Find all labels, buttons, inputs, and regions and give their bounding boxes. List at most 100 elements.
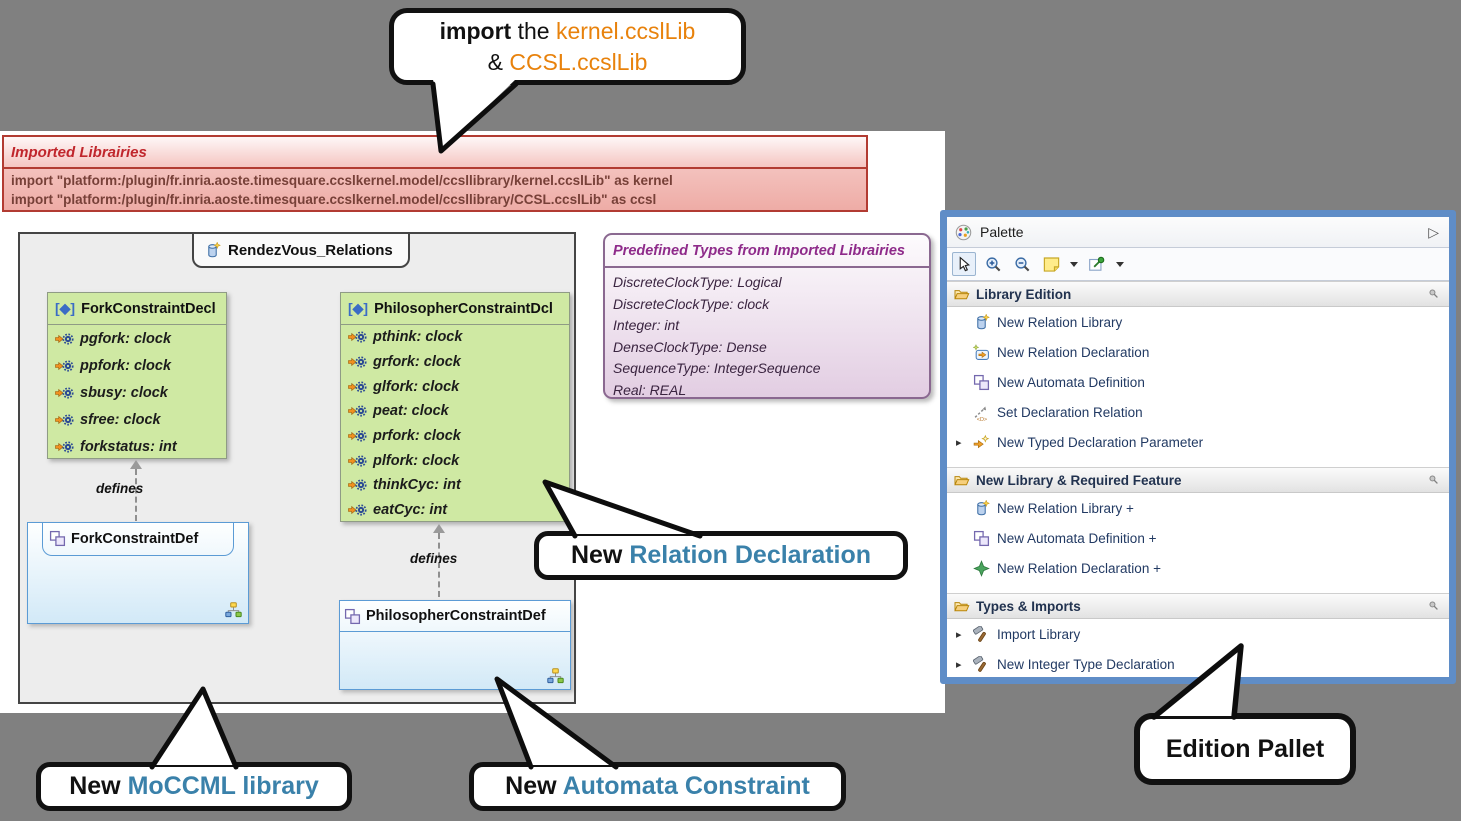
class-header: [◆] ForkConstraintDecl bbox=[48, 293, 226, 325]
palette-drawer-types-imports[interactable]: Types & Imports bbox=[947, 593, 1449, 619]
attribute-row[interactable]: pthink: clock bbox=[341, 325, 569, 350]
palette-drawer-library-edition[interactable]: Library Edition bbox=[947, 281, 1449, 307]
attribute-icon bbox=[348, 454, 367, 468]
attribute-icon bbox=[348, 478, 367, 492]
relation-stereotype-icon: [◆] bbox=[55, 300, 76, 316]
type-entry: SequenceType: IntegerSequence bbox=[613, 360, 821, 376]
palette-item-set-declaration-relation[interactable]: Set Declaration Relation bbox=[947, 397, 1449, 427]
definition-name: PhilosopherConstraintDef bbox=[366, 608, 546, 624]
dropdown-caret-icon[interactable] bbox=[1116, 261, 1124, 267]
defines-arrowhead bbox=[130, 460, 142, 469]
pin-tool-button[interactable] bbox=[1085, 252, 1109, 276]
automata-definition-icon bbox=[973, 530, 990, 547]
pin-tool-icon bbox=[1088, 255, 1106, 273]
palette-item-new-relation-declaration[interactable]: New Relation Declaration bbox=[947, 337, 1449, 367]
folder-icon bbox=[953, 287, 970, 302]
fork-constraint-decl-node[interactable]: [◆] ForkConstraintDecl pgfork: clock ppf… bbox=[47, 292, 227, 459]
palette-item-new-integer-type-declaration[interactable]: ▸ New Integer Type Declaration bbox=[956, 656, 1175, 672]
attribute-row[interactable]: prfork: clock bbox=[341, 424, 569, 449]
callout-text: Edition Pallet bbox=[1165, 734, 1325, 763]
attribute-row[interactable]: peat: clock bbox=[341, 399, 569, 424]
drawer-pin-icon[interactable] bbox=[1427, 599, 1441, 613]
palette-panel: Palette ▷ Library Edition New Relation L… bbox=[940, 210, 1456, 684]
typed-parameter-icon bbox=[973, 434, 990, 451]
package-tab[interactable]: RendezVous_Relations bbox=[192, 232, 410, 268]
palette-item-new-relation-library[interactable]: New Relation Library bbox=[947, 307, 1449, 337]
select-tool-button[interactable] bbox=[952, 252, 976, 276]
zoom-in-button[interactable] bbox=[981, 252, 1005, 276]
import-statement: import "platform:/plugin/fr.inria.aoste.… bbox=[11, 173, 673, 188]
automata-icon bbox=[49, 530, 66, 547]
diagram-canvas[interactable]: RendezVous_Relations [◆] ForkConstraintD… bbox=[18, 232, 576, 704]
zoom-out-button[interactable] bbox=[1010, 252, 1034, 276]
class-name: PhilosopherConstraintDcl bbox=[374, 300, 553, 317]
package-icon bbox=[204, 242, 221, 259]
callout-new-automata-constraint: New Automata Constraint bbox=[469, 762, 846, 811]
expand-arrow-icon[interactable]: ▸ bbox=[956, 658, 962, 671]
attribute-row[interactable]: sfree: clock bbox=[48, 406, 226, 433]
attribute-row[interactable]: eatCyc: int bbox=[341, 498, 569, 523]
attribute-row[interactable]: pgfork: clock bbox=[48, 325, 226, 352]
callout-import-libraries: import the kernel.ccslLib & CCSL.ccslLib bbox=[389, 8, 746, 85]
attribute-icon bbox=[348, 429, 367, 443]
types-note-title: Predefined Types from Imported Librairie… bbox=[605, 235, 929, 268]
attribute-row[interactable]: grfork: clock bbox=[341, 350, 569, 375]
palette-item-new-automata-definition[interactable]: New Automata Definition bbox=[947, 367, 1449, 397]
zoom-out-icon bbox=[1014, 256, 1031, 273]
attribute-icon bbox=[55, 413, 74, 427]
attribute-row[interactable]: ppfork: clock bbox=[48, 352, 226, 379]
hierarchy-icon bbox=[225, 602, 242, 618]
philosopher-constraint-def-node[interactable]: PhilosopherConstraintDef bbox=[339, 600, 571, 690]
definition-tab: ForkConstraintDef bbox=[42, 522, 234, 556]
drawer-pin-icon[interactable] bbox=[1427, 287, 1441, 301]
attribute-row[interactable]: forkstatus: int bbox=[48, 433, 226, 460]
automata-icon bbox=[344, 608, 361, 625]
defines-edge[interactable] bbox=[438, 533, 440, 597]
banner-imports: import "platform:/plugin/fr.inria.aoste.… bbox=[4, 169, 866, 209]
expand-arrow-icon[interactable]: ▸ bbox=[956, 436, 962, 449]
palette-item-new-automata-definition-plus[interactable]: New Automata Definition + bbox=[947, 523, 1449, 553]
defines-label: defines bbox=[96, 481, 144, 496]
relation-library-icon bbox=[973, 314, 990, 331]
attribute-icon bbox=[348, 380, 367, 394]
palette-logo-icon bbox=[955, 224, 972, 241]
defines-edge[interactable] bbox=[135, 469, 137, 521]
palette-header[interactable]: Palette ▷ bbox=[947, 217, 1449, 247]
relation-declaration-plus-icon bbox=[973, 560, 990, 577]
palette-drawer-new-library-required-feature[interactable]: New Library & Required Feature bbox=[947, 467, 1449, 493]
set-declaration-relation-icon bbox=[973, 404, 990, 421]
palette-item-new-typed-declaration-parameter[interactable]: ▸ New Typed Declaration Parameter bbox=[956, 434, 1204, 451]
dropdown-caret-icon[interactable] bbox=[1070, 261, 1078, 267]
philosopher-constraint-decl-node[interactable]: [◆] PhilosopherConstraintDcl pthink: clo… bbox=[340, 292, 570, 522]
type-entry: DiscreteClockType: Logical bbox=[613, 274, 782, 290]
automata-definition-icon bbox=[973, 374, 990, 391]
callout-text: New Automata Constraint bbox=[505, 772, 810, 800]
attribute-icon bbox=[348, 330, 367, 344]
relation-library-icon bbox=[973, 500, 990, 517]
attribute-row[interactable]: thinkCyc: int bbox=[341, 473, 569, 498]
callout-new-relation-declaration: New Relation Declaration bbox=[534, 531, 908, 580]
hierarchy-icon bbox=[547, 668, 564, 684]
import-statement: import "platform:/plugin/fr.inria.aoste.… bbox=[11, 192, 657, 207]
expand-arrow-icon[interactable]: ▸ bbox=[956, 628, 962, 641]
drawer-pin-icon[interactable] bbox=[1427, 473, 1441, 487]
folder-icon bbox=[953, 473, 970, 488]
attribute-icon bbox=[348, 404, 367, 418]
attribute-icon bbox=[348, 503, 367, 517]
types-note-body: DiscreteClockType: Logical DiscreteClock… bbox=[605, 268, 929, 401]
collapse-arrow-icon[interactable]: ▷ bbox=[1428, 223, 1439, 240]
palette-item-import-library[interactable]: ▸ Import Library bbox=[956, 626, 1081, 642]
attribute-row[interactable]: sbusy: clock bbox=[48, 379, 226, 406]
palette-item-new-relation-library-plus[interactable]: New Relation Library + bbox=[947, 493, 1449, 523]
fork-constraint-def-node[interactable]: ForkConstraintDef bbox=[27, 522, 249, 624]
class-name: ForkConstraintDecl bbox=[81, 300, 216, 317]
attribute-row[interactable]: glfork: clock bbox=[341, 374, 569, 399]
defines-label: defines bbox=[410, 551, 458, 566]
type-entry: Integer: int bbox=[613, 317, 680, 333]
class-header: [◆] PhilosopherConstraintDcl bbox=[341, 293, 569, 325]
palette-item-new-relation-declaration-plus[interactable]: New Relation Declaration + bbox=[947, 553, 1449, 583]
note-tool-button[interactable] bbox=[1039, 252, 1063, 276]
attribute-row[interactable]: plfork: clock bbox=[341, 448, 569, 473]
cursor-select-icon bbox=[956, 256, 973, 273]
